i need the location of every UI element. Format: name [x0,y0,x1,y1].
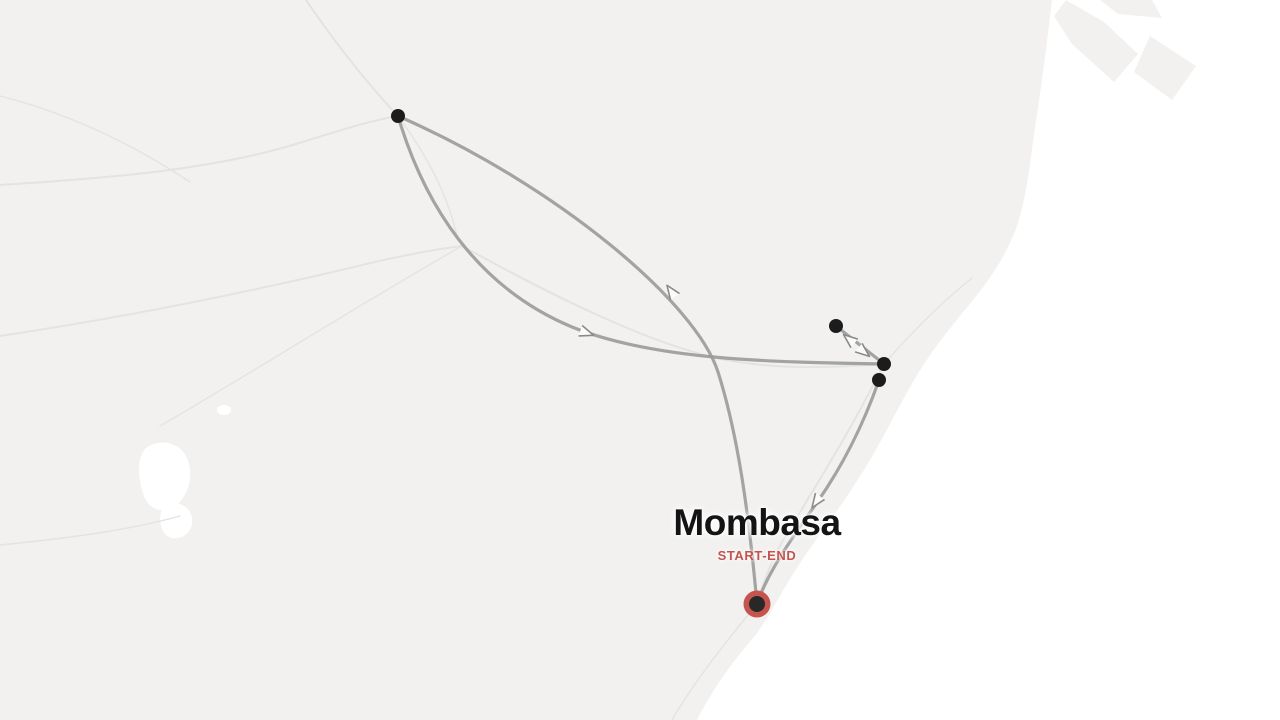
road-line [756,363,885,605]
route-arrows [578,284,871,509]
route-segment-northwest-to-coast [396,114,886,366]
island-shape [1134,36,1196,100]
start-end-marker[interactable] [743,590,771,618]
direction-arrow-icon [578,324,595,337]
lake-shape [160,503,193,539]
start-end-marker-core[interactable] [749,596,765,612]
road-line [0,95,191,183]
waypoint-marker[interactable] [877,357,891,371]
road-line [0,115,399,186]
island-shape [1100,0,1162,18]
lake-shape [139,442,191,511]
route-segment-coast-cluster-link [834,324,886,366]
direction-arrow-icon [666,284,680,301]
waypoint-markers [391,109,891,387]
island-shape [1054,0,1138,82]
road-line [0,515,181,546]
creek-shape [718,640,762,690]
road-line [671,603,758,720]
direction-arrow-icon [854,342,871,358]
lake-shape [217,405,231,415]
waypoint-marker[interactable] [391,109,405,123]
road-line [883,277,973,365]
road-line [0,245,463,337]
road-line [305,0,399,117]
waypoint-marker[interactable] [872,373,886,387]
direction-arrow-icon [811,492,825,509]
road-line [397,115,459,241]
road-line [159,245,463,427]
ocean [697,0,1280,720]
direction-arrow-icon [842,333,859,349]
waypoint-marker[interactable] [829,319,843,333]
